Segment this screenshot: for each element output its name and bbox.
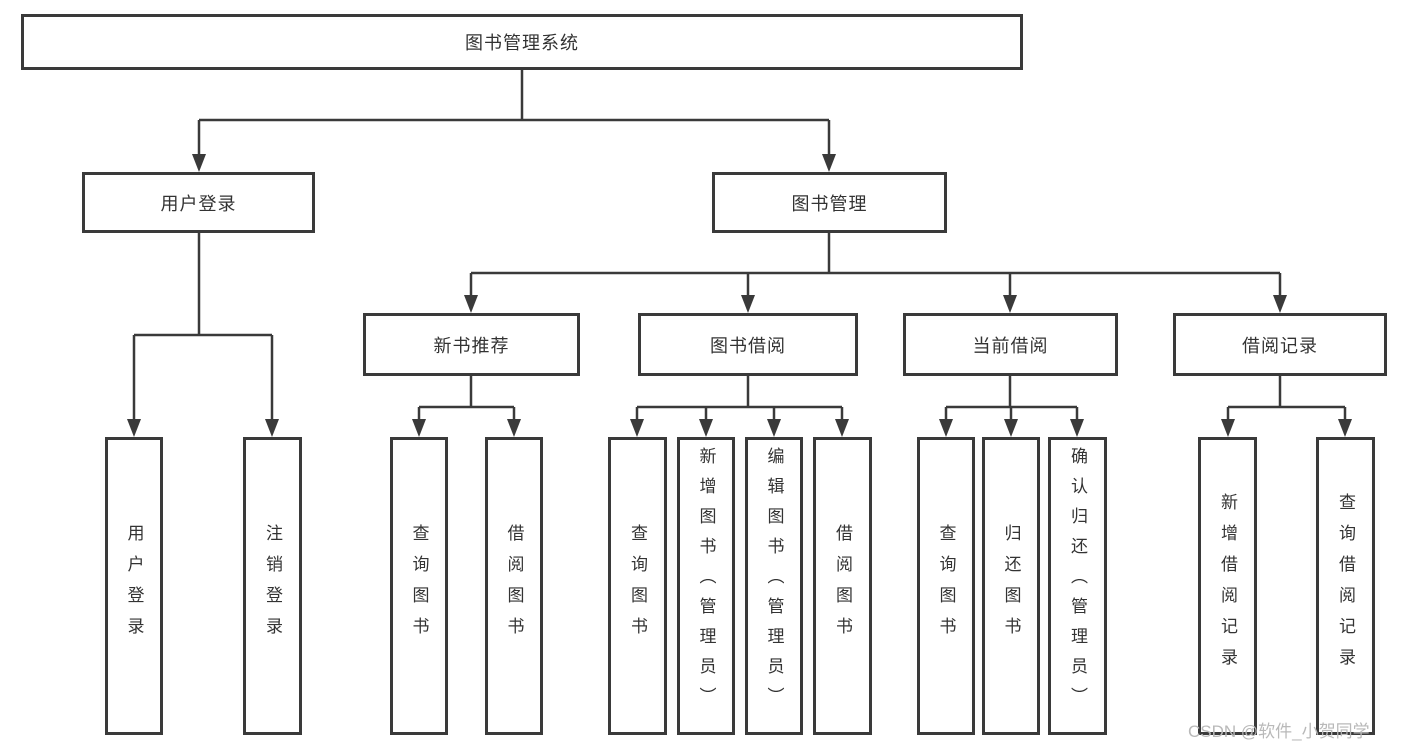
leaf-label: 查询借阅记录	[1336, 493, 1355, 679]
leaf-label: 编辑图书（管理员）	[764, 447, 784, 717]
node-user-login: 用户登录	[82, 172, 315, 233]
leaf-edit-books-admin: 编辑图书（管理员）	[745, 437, 803, 735]
leaf-query-books-recommend: 查询图书	[390, 437, 448, 735]
leaf-label: 归还图书	[1001, 524, 1021, 648]
leaf-query-borrow-record: 查询借阅记录	[1316, 437, 1375, 735]
leaf-borrow-books-recommend: 借阅图书	[485, 437, 543, 735]
leaf-query-books-current: 查询图书	[917, 437, 975, 735]
leaf-label: 借阅图书	[833, 524, 852, 648]
leaf-user-login: 用户登录	[105, 437, 163, 735]
leaf-label: 查询图书	[936, 524, 956, 648]
node-root-system: 图书管理系统	[21, 14, 1023, 70]
leaf-label: 查询图书	[409, 524, 429, 648]
connector-paths	[132, 70, 1347, 421]
leaf-query-books-borrow: 查询图书	[608, 437, 667, 735]
node-new-book-recommend: 新书推荐	[363, 313, 580, 376]
leaf-label: 借阅图书	[504, 524, 524, 648]
leaf-confirm-return-admin: 确认归还（管理员）	[1048, 437, 1107, 735]
leaf-label: 新增图书（管理员）	[696, 447, 716, 717]
leaf-label: 注销登录	[263, 524, 282, 648]
leaf-label: 查询图书	[628, 524, 647, 648]
leaf-label: 用户登录	[124, 524, 144, 648]
leaf-label: 新增借阅记录	[1218, 493, 1237, 679]
node-borrow-records: 借阅记录	[1173, 313, 1387, 376]
node-book-management: 图书管理	[712, 172, 947, 233]
arrowheads	[127, 154, 1352, 437]
node-book-borrow: 图书借阅	[638, 313, 858, 376]
leaf-return-books: 归还图书	[982, 437, 1040, 735]
leaf-add-books-admin: 新增图书（管理员）	[677, 437, 735, 735]
leaf-borrow-books: 借阅图书	[813, 437, 872, 735]
node-current-borrow: 当前借阅	[903, 313, 1118, 376]
leaf-add-borrow-record: 新增借阅记录	[1198, 437, 1257, 735]
leaf-label: 确认归还（管理员）	[1068, 447, 1087, 717]
watermark: CSDN @软件_小贺同学	[1188, 722, 1370, 741]
leaf-logout: 注销登录	[243, 437, 302, 735]
